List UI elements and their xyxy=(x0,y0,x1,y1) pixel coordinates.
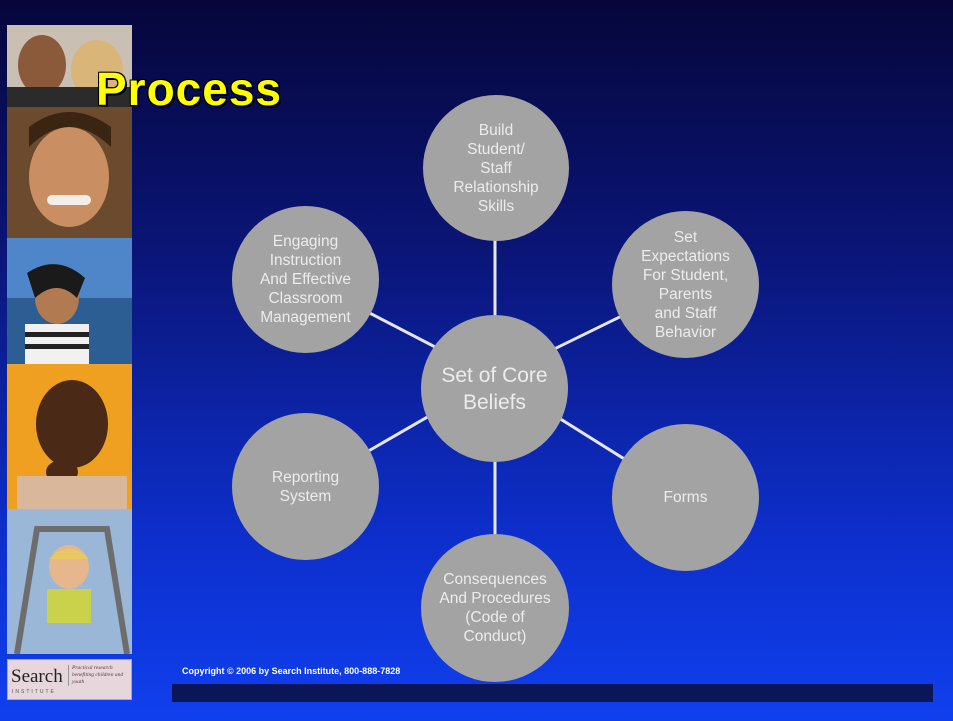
node-set-expectations: Set Expectations For Student, Parents an… xyxy=(612,211,759,358)
photo-child-playground xyxy=(7,509,132,654)
copyright-notice: Copyright © 2006 by Search Institute, 80… xyxy=(182,666,401,676)
node-consequences: Consequences And Procedures (Code of Con… xyxy=(421,534,569,682)
photo-boy-thinking xyxy=(7,364,132,509)
node-forms: Forms xyxy=(612,424,759,571)
footer-bar xyxy=(172,684,933,702)
logo-tagline: Practical research benefiting children a… xyxy=(68,665,132,686)
search-institute-logo: Search INSTITUTE Practical research bene… xyxy=(7,659,132,700)
node-core-beliefs: Set of Core Beliefs xyxy=(421,315,568,462)
photo-strip xyxy=(7,25,132,654)
photo-teens xyxy=(7,25,132,107)
node-reporting-system: Reporting System xyxy=(232,413,379,560)
photo-girl-smiling xyxy=(7,107,132,238)
node-build-relationships: Build Student/ Staff Relationship Skills xyxy=(423,95,569,241)
photo-girl-waterfront xyxy=(7,238,132,364)
slide-title: Process xyxy=(96,63,283,115)
logo-wordmark: Search xyxy=(11,666,63,687)
node-engaging-instruction: Engaging Instruction And Effective Class… xyxy=(232,206,379,353)
logo-subtitle: INSTITUTE xyxy=(12,689,56,695)
